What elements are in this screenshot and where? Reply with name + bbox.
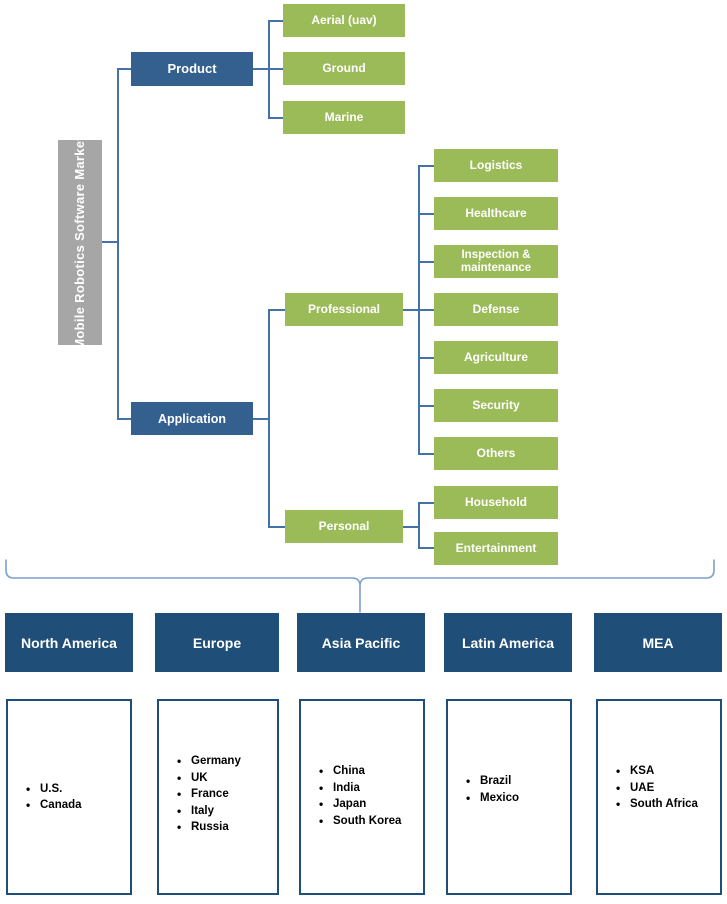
region-header-label: Asia Pacific: [321, 634, 401, 651]
node-healthcare[interactable]: Healthcare: [434, 197, 558, 230]
node-ground-label: Ground: [322, 60, 366, 75]
node-agriculture-label: Agriculture: [463, 349, 528, 364]
region-header-latin-america[interactable]: Latin America: [444, 613, 572, 672]
node-others[interactable]: Others: [434, 437, 558, 470]
list-item: KSA: [616, 763, 720, 780]
connector-trunk-vertical: [117, 69, 119, 420]
list-item: India: [319, 780, 423, 797]
node-entertainment-label: Entertainment: [455, 540, 537, 555]
connector-personal-stub: [403, 526, 419, 528]
root-node-label: Mobile Robotics Software Market: [71, 135, 87, 350]
connector-product-stub: [253, 68, 269, 70]
node-product[interactable]: Product: [131, 52, 253, 86]
region-header-north-america[interactable]: North America: [5, 613, 133, 672]
node-logistics[interactable]: Logistics: [434, 149, 558, 182]
country-list: KSA UAE South Africa: [598, 763, 720, 813]
list-item: China: [319, 763, 423, 780]
node-marine-label: Marine: [324, 109, 364, 124]
country-list: Germany UK France Italy Russia: [159, 753, 277, 836]
list-item: Japan: [319, 796, 423, 813]
connector-professional-to-logistics: [418, 165, 434, 167]
region-body-latin-america: Brazil Mexico: [446, 699, 572, 895]
connector-professional-to-agriculture: [418, 357, 434, 359]
connector-personal-to-entertainment: [418, 547, 434, 549]
root-node-market-title: Mobile Robotics Software Market: [58, 136, 102, 349]
node-security[interactable]: Security: [434, 389, 558, 422]
region-body-asia-pacific: China India Japan South Korea: [299, 699, 425, 895]
node-personal-label: Personal: [318, 518, 370, 533]
node-entertainment[interactable]: Entertainment: [434, 532, 558, 565]
connector-personal-to-household: [418, 502, 434, 504]
node-logistics-label: Logistics: [469, 157, 523, 172]
connector-trunk-to-product: [117, 68, 132, 70]
list-item: Russia: [177, 819, 277, 836]
region-body-north-america: U.S. Canada: [6, 699, 132, 895]
list-item: South Africa: [616, 796, 720, 813]
region-header-asia-pacific[interactable]: Asia Pacific: [297, 613, 425, 672]
node-professional-label: Professional: [307, 301, 381, 316]
list-item: Germany: [177, 753, 277, 770]
list-item: Italy: [177, 803, 277, 820]
connector-professional-to-inspection: [418, 261, 434, 263]
connector-product-to-aerial: [268, 20, 284, 22]
country-list: China India Japan South Korea: [301, 763, 423, 829]
region-header-label: North America: [21, 634, 117, 651]
connector-professional-to-healthcare: [418, 213, 434, 215]
node-agriculture[interactable]: Agriculture: [434, 341, 558, 374]
node-professional[interactable]: Professional: [285, 293, 403, 326]
node-inspection-maintenance[interactable]: Inspection & maintenance: [434, 245, 558, 278]
region-header-europe[interactable]: Europe: [155, 613, 279, 672]
node-marine[interactable]: Marine: [283, 101, 405, 134]
node-defense[interactable]: Defense: [434, 293, 558, 326]
region-header-label: Europe: [192, 634, 242, 651]
list-item: France: [177, 786, 277, 803]
connector-professional-stub: [403, 309, 419, 311]
node-inspection-maintenance-label: Inspection & maintenance: [460, 248, 532, 274]
list-item: South Korea: [319, 813, 423, 830]
node-others-label: Others: [476, 445, 516, 460]
node-healthcare-label: Healthcare: [465, 205, 527, 220]
region-header-label: MEA: [642, 634, 674, 651]
connector-professional-to-security: [418, 405, 434, 407]
regions-brace: [0, 556, 727, 616]
connector-application-stub: [253, 418, 269, 420]
node-security-label: Security: [472, 397, 520, 412]
region-header-label: Latin America: [461, 634, 555, 651]
connector-trunk-to-application: [117, 418, 132, 420]
connector-application-spine: [268, 309, 270, 527]
region-body-europe: Germany UK France Italy Russia: [157, 699, 279, 895]
connector-root-stub: [102, 241, 118, 243]
connector-professional-to-others: [418, 453, 434, 455]
country-list: U.S. Canada: [8, 781, 130, 814]
list-item: UAE: [616, 780, 720, 797]
country-list: Brazil Mexico: [448, 773, 570, 806]
list-item: UK: [177, 770, 277, 787]
node-application-label: Application: [157, 411, 227, 426]
list-item: U.S.: [26, 781, 130, 798]
node-aerial-uav-label: Aerial (uav): [311, 12, 377, 27]
connector-product-to-marine: [268, 117, 284, 119]
connector-application-to-personal: [268, 526, 286, 528]
connector-application-to-professional: [268, 309, 286, 311]
node-application[interactable]: Application: [131, 402, 253, 435]
region-header-mea[interactable]: MEA: [594, 613, 722, 672]
node-ground[interactable]: Ground: [283, 52, 405, 85]
list-item: Mexico: [466, 790, 570, 807]
node-product-label: Product: [167, 60, 217, 76]
connector-product-to-ground: [268, 68, 284, 70]
node-aerial-uav[interactable]: Aerial (uav): [283, 4, 405, 37]
node-household-label: Household: [465, 494, 527, 509]
brace-icon: [5, 559, 715, 613]
region-body-mea: KSA UAE South Africa: [596, 699, 722, 895]
node-defense-label: Defense: [472, 301, 520, 316]
connector-personal-spine: [418, 502, 420, 549]
list-item: Brazil: [466, 773, 570, 790]
node-personal[interactable]: Personal: [285, 510, 403, 543]
node-household[interactable]: Household: [434, 486, 558, 519]
list-item: Canada: [26, 797, 130, 814]
connector-professional-to-defense: [418, 309, 434, 311]
